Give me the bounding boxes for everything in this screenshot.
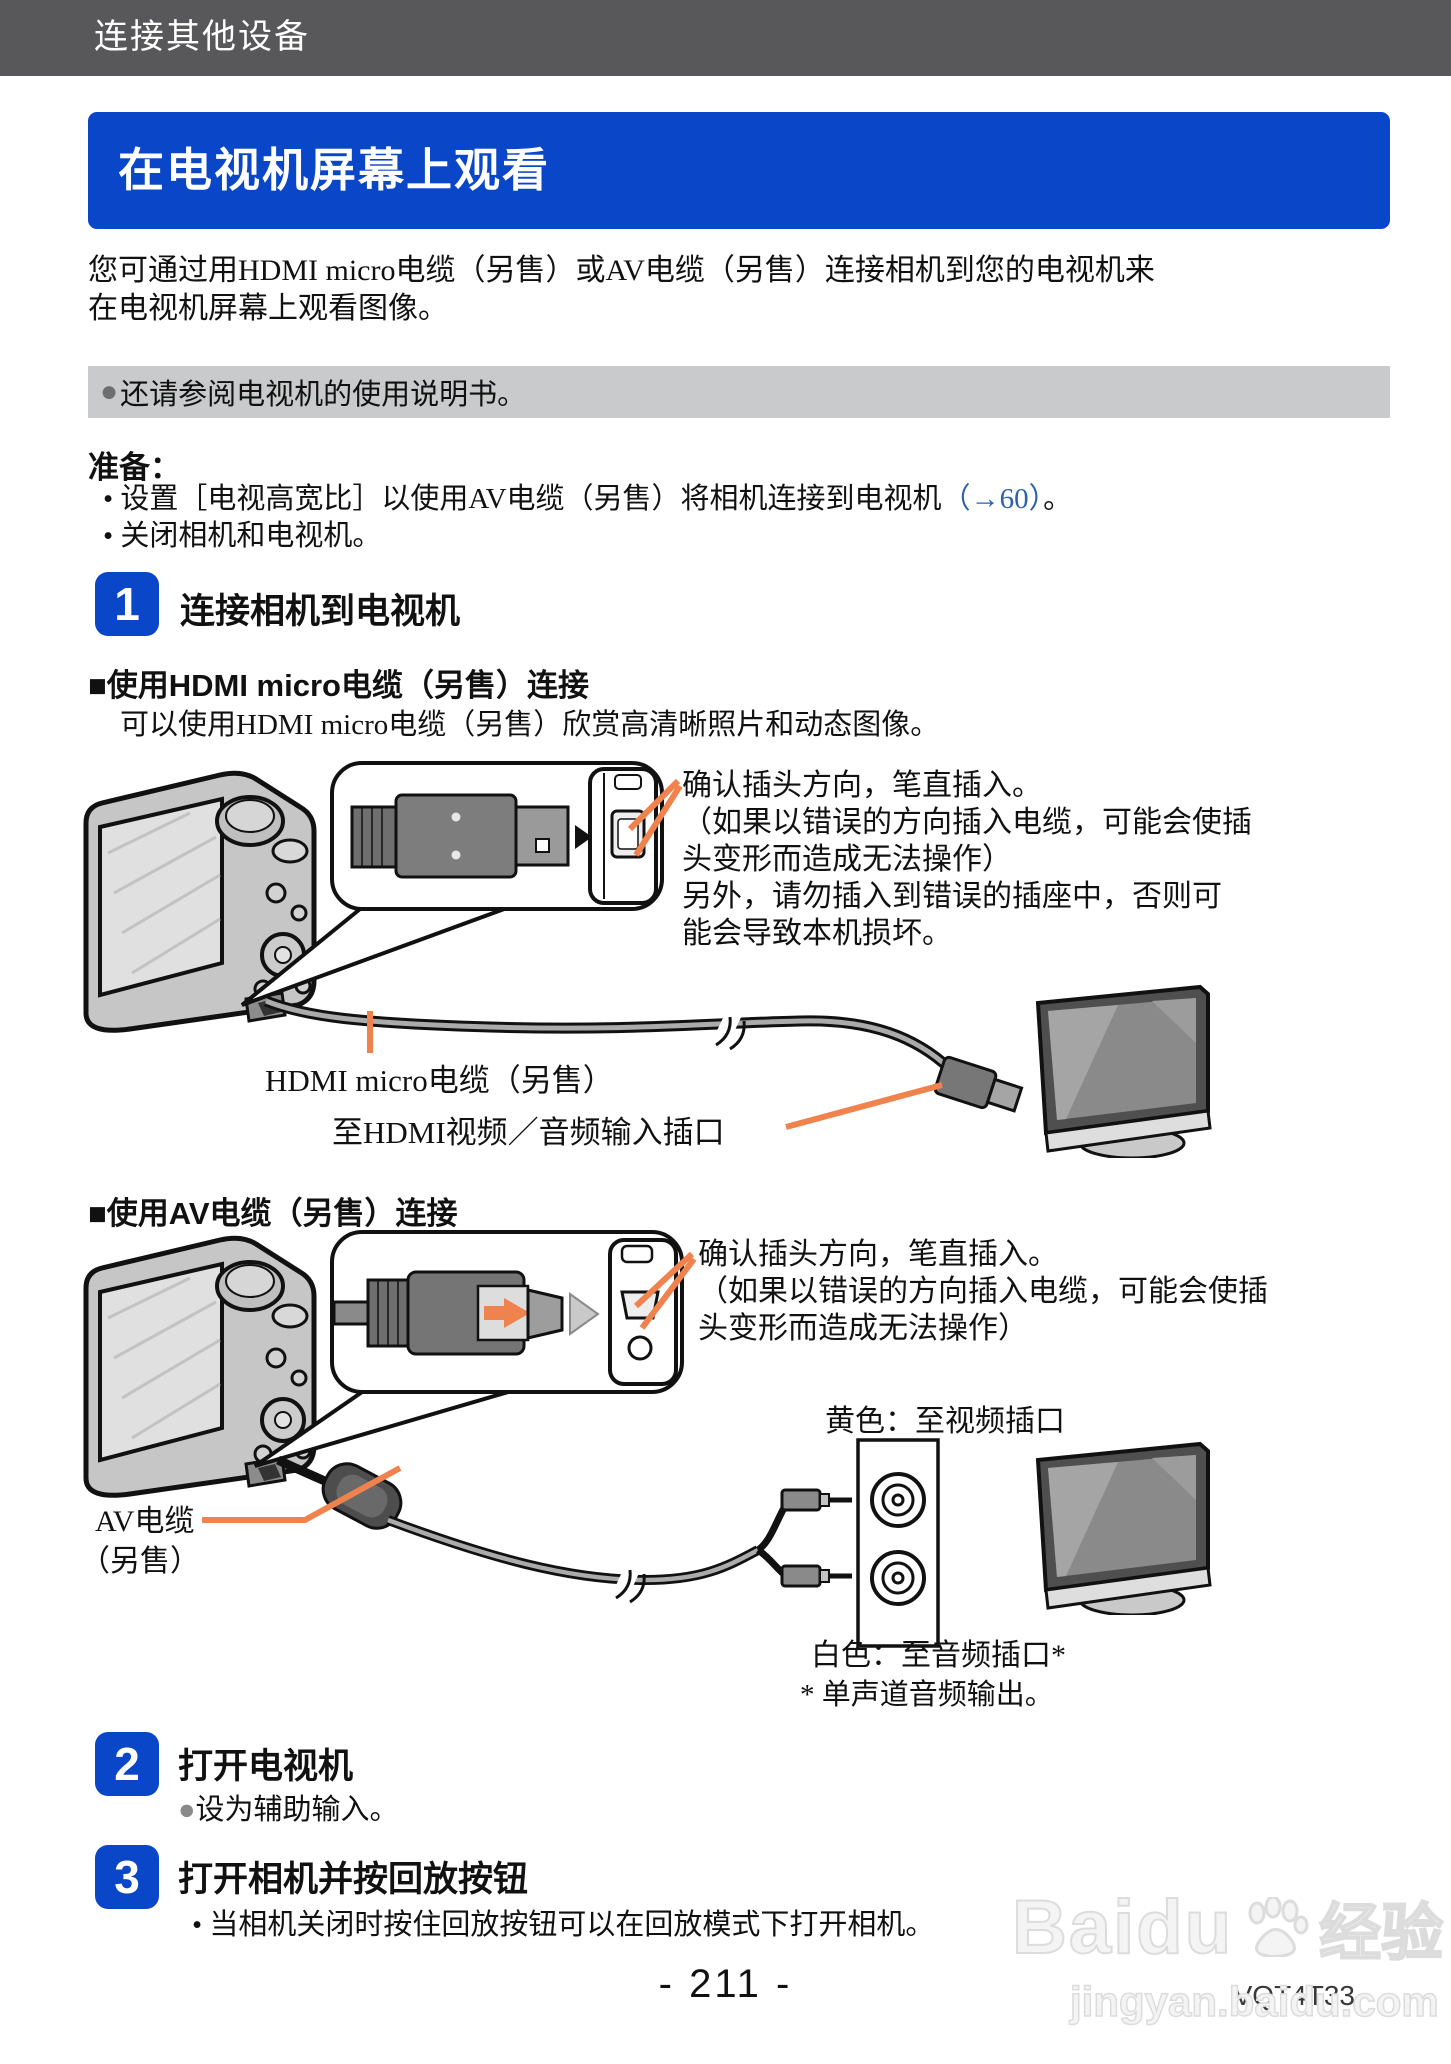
hdmi-port-label: 至HDMI视频／音频输入插口	[332, 1115, 725, 1150]
hdmi-micro-plug-illustration	[350, 793, 592, 879]
watermark-brand-suffix: 经验	[1318, 1898, 1444, 1969]
page-ref-link[interactable]: （→60）	[941, 483, 1044, 515]
step-2-title: 打开电视机	[178, 1747, 354, 1786]
prepare-item-1: • 设置［电视高宽比］以使用AV电缆（另售）将相机连接到电视机（→60）。	[103, 481, 1072, 518]
callout-line	[633, 784, 683, 857]
step-1-title: 连接相机到电视机	[180, 592, 461, 631]
av-socket-illustration	[608, 1238, 678, 1386]
bullet-icon: •	[103, 520, 114, 552]
callout-line	[785, 1082, 943, 1130]
square-bullet-icon: ■	[88, 668, 107, 703]
av-cable-label-line1: AV电缆	[95, 1505, 195, 1538]
hdmi-connector-illustration	[933, 1055, 1024, 1113]
mono-audio-note: * 单声道音频输出。	[800, 1679, 1054, 1711]
av-plug-illustration	[332, 1270, 600, 1356]
av-connection-diagram: 确认插头方向，笔直插入。 （如果以错误的方向插入电缆，可能会使插 头变形而造成无…	[70, 1228, 1381, 1728]
rca-jack-panel-illustration	[856, 1438, 940, 1648]
note-bullet-icon: ●	[100, 375, 119, 408]
hdmi-section-heading: ■使用HDMI micro电缆（另售）连接	[88, 668, 589, 703]
hdmi-section-subtext: 可以使用HDMI micro电缆（另售）欣赏高清晰照片和动态图像。	[120, 709, 940, 741]
step-2-badge: 2	[95, 1732, 159, 1796]
step-2-note: ●设为辅助输入。	[178, 1794, 399, 1826]
yellow-plug-label: 黄色：至视频插口	[825, 1405, 1065, 1438]
av-cable-illustration	[276, 1455, 852, 1604]
tv-illustration	[1036, 985, 1212, 1158]
hdmi-connection-diagram: 确认插头方向，笔直插入。 （如果以错误的方向插入电缆，可能会使插 头变形而造成无…	[70, 755, 1381, 1170]
hdmi-diagram-art	[70, 761, 1212, 1158]
hdmi-cable-illustration	[263, 995, 954, 1074]
callout-line	[627, 778, 681, 832]
prepare-item-1-period: 。	[1043, 483, 1073, 515]
chapter-title: 连接其他设备	[94, 19, 310, 56]
prepare-item-2-text: 关闭相机和电视机。	[120, 520, 382, 552]
bullet-icon: •	[192, 1909, 203, 1941]
prepare-item-2: • 关闭相机和电视机。	[103, 518, 381, 555]
step-3-note: • 当相机关闭时按住回放按钮可以在回放模式下打开相机。	[192, 1909, 935, 1941]
page-number: - 211 -	[658, 1962, 793, 2006]
av-diagram-art	[70, 1230, 1212, 1648]
prepare-item-1-text: 设置［电视高宽比］以使用AV电缆（另售）将相机连接到电视机	[120, 483, 942, 515]
step-1-badge: 1	[95, 572, 159, 636]
av-callout-text: 确认插头方向，笔直插入。 （如果以错误的方向插入电缆，可能会使插 头变形而造成无…	[698, 1238, 1268, 1345]
step-3-badge: 3	[95, 1845, 159, 1909]
hdmi-callout-text: 确认插头方向，笔直插入。 （如果以错误的方向插入电缆，可能会使插 头变形而造成无…	[682, 769, 1252, 950]
page-title: 在电视机屏幕上观看	[118, 144, 550, 196]
paw-icon	[1248, 1897, 1309, 1957]
av-cable-label-line2: （另售）	[80, 1545, 200, 1578]
gray-circle-icon: ●	[178, 1794, 196, 1826]
square-bullet-icon: ■	[88, 1196, 107, 1231]
hdmi-cable-label: HDMI micro电缆（另售）	[265, 1063, 614, 1098]
white-plug-label: 白色：至音频插口*	[811, 1639, 1066, 1672]
cable-break-mark	[612, 1556, 644, 1600]
intro-paragraph: 您可通过用HDMI micro电缆（另售）或AV电缆（另售）连接相机到您的电视机…	[88, 252, 1155, 328]
tv-illustration	[1036, 1442, 1212, 1615]
document-code: VQT4T33	[1233, 1980, 1355, 2011]
step-3-title: 打开相机并按回放按钮	[178, 1860, 529, 1899]
page-title-box	[88, 112, 1390, 229]
av-section-heading: ■使用AV电缆（另售）连接	[88, 1196, 458, 1231]
prepare-heading: 准备：	[88, 450, 181, 485]
callout-line	[639, 1257, 697, 1330]
intro-line-2: 在电视机屏幕上观看图像。	[88, 292, 448, 325]
callout-line	[633, 1251, 695, 1309]
note-text: 还请参阅电视机的使用说明书。	[120, 379, 527, 411]
intro-line-1: 您可通过用HDMI micro电缆（另售）或AV电缆（另售）连接相机到您的电视机…	[88, 254, 1155, 287]
bullet-icon: •	[103, 483, 114, 515]
note-bar: ● 还请参阅电视机的使用说明书。	[88, 366, 1390, 418]
chapter-bar	[0, 0, 1451, 76]
callout-line	[202, 1465, 402, 1523]
watermark-brand: Baidu	[1011, 1884, 1234, 1971]
